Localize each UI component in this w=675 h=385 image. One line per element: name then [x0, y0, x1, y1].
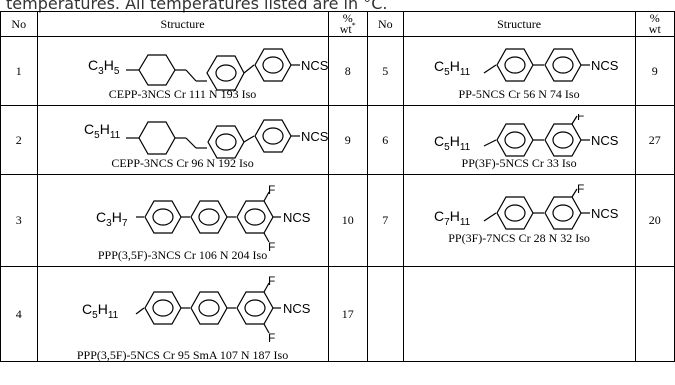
pp-5ncs-structure-diagram: C5H11 NCS — [434, 48, 619, 82]
compound-label: CEPP-3NCS Cr 96 N 192 Iso — [111, 156, 254, 170]
compound-structure: C5H11 NCS CEPP-3NCS Cr 96 N 192 Iso — [36, 105, 329, 175]
svg-text:F: F — [268, 183, 275, 197]
cepp-3ncs-structure-diagram: C5H11 NCS — [84, 119, 328, 159]
compound-pct: 17 — [327, 266, 369, 362]
header-no: No — [0, 11, 38, 37]
svg-text:F: F — [577, 183, 584, 196]
compound-structure — [402, 266, 636, 362]
svg-text:NCS: NCS — [283, 301, 311, 316]
svg-text:F: F — [268, 240, 275, 254]
compound-pct: 8 — [327, 36, 369, 106]
compound-label: PPP(3,5F)-5NCS Cr 95 SmA 107 N 187 Iso — [76, 348, 289, 362]
compound-number: 7 — [367, 174, 404, 267]
table-row: 3 C3H7 F F — [0, 174, 675, 267]
compound-structure: C5H11 NCS PP-5NCS Cr 56 N 74 Iso — [402, 36, 636, 106]
liquid-crystal-mixture-table: No Structure %wt* No Structure %wt 1 — [0, 11, 675, 362]
svg-text:C7H11: C7H11 — [434, 208, 471, 228]
ppp35f-5ncs-structure-diagram: C5H11 F F NCS — [82, 274, 311, 345]
compound-structure: C5H11 F NCS PP(3F)-5NCS Cr 33 Iso — [402, 105, 636, 175]
table-row: 4 C5H11 F F — [0, 266, 675, 362]
compound-structure: C3H7 F F NCS PPP(3,5F)-3NCS Cr 106 N 204… — [36, 174, 329, 267]
header-structure-2: Structure — [402, 11, 636, 37]
compound-label: PP(3F)-7NCS Cr 28 N 32 Iso — [448, 231, 590, 245]
compound-pct: 20 — [634, 174, 675, 267]
pp3f-5ncs-structure-diagram: C5H11 F NCS — [434, 114, 619, 157]
svg-text:NCS: NCS — [301, 58, 328, 73]
svg-text:C3H5: C3H5 — [88, 57, 120, 77]
compound-structure: C3H5 NCS CEPP-3NCS Cr 111 N 193 Iso — [36, 36, 329, 106]
compound-number: 6 — [367, 105, 404, 175]
svg-text:C5H11: C5H11 — [84, 121, 121, 141]
svg-text:C5H11: C5H11 — [434, 133, 471, 153]
compound-pct — [634, 266, 675, 362]
compound-pct: 9 — [327, 105, 369, 175]
svg-text:C5H11: C5H11 — [434, 58, 471, 78]
svg-text:C5H11: C5H11 — [82, 301, 119, 321]
compound-structure: C7H11 F NCS PP(3F)-7NCS Cr 28 N 32 Iso — [402, 174, 636, 267]
svg-text:NCS: NCS — [591, 133, 619, 148]
compound-number — [367, 266, 404, 362]
compound-number: 2 — [0, 105, 38, 175]
compound-pct: 27 — [634, 105, 675, 175]
svg-text:F: F — [577, 114, 584, 123]
compound-pct: 9 — [634, 36, 675, 106]
svg-text:NCS: NCS — [283, 210, 311, 225]
table-row: 1 C3H5 NCS CEPP-3NCS Cr 111 N 193 Iso — [0, 36, 675, 106]
header-structure: Structure — [36, 11, 329, 37]
compound-number: 1 — [0, 36, 38, 106]
svg-text:NCS: NCS — [591, 206, 619, 221]
compound-label: PP(3F)-5NCS Cr 33 Iso — [461, 156, 577, 170]
header-pct-wt-2: %wt — [634, 11, 675, 37]
compound-label: PP-5NCS Cr 56 N 74 Iso — [458, 87, 580, 101]
svg-text:NCS: NCS — [591, 58, 619, 73]
pp3f-7ncs-structure-diagram: C7H11 F NCS — [434, 183, 619, 230]
compound-number: 5 — [367, 36, 404, 106]
compound-label: PPP(3,5F)-3NCS Cr 106 N 204 Iso — [97, 248, 268, 262]
compound-number: 3 — [0, 174, 38, 267]
header-pct-wt: %wt* — [327, 11, 369, 37]
table-caption: temperatures. All temperatures listed ar… — [6, 0, 388, 13]
header-no-2: No — [367, 11, 404, 37]
cepp-3ncs-structure-diagram: C3H5 NCS — [88, 48, 328, 91]
header-row: No Structure %wt* No Structure %wt — [0, 11, 675, 37]
svg-text:F: F — [268, 331, 275, 345]
svg-text:C3H7: C3H7 — [96, 209, 128, 229]
ppp35f-3ncs-structure-diagram: C3H7 F F NCS — [96, 183, 311, 254]
table-row: 2 C5H11 NCS CEPP-3NCS Cr 96 N 192 Iso — [0, 105, 675, 175]
compound-structure: C5H11 F F NCS PPP(3,5F)-5NCS Cr 95 SmA 1… — [36, 266, 329, 362]
compound-pct: 10 — [327, 174, 369, 267]
compound-label: CEPP-3NCS Cr 111 N 193 Iso — [108, 87, 257, 101]
svg-text:NCS: NCS — [301, 129, 328, 144]
compound-number: 4 — [0, 266, 38, 362]
svg-text:F: F — [268, 274, 275, 288]
